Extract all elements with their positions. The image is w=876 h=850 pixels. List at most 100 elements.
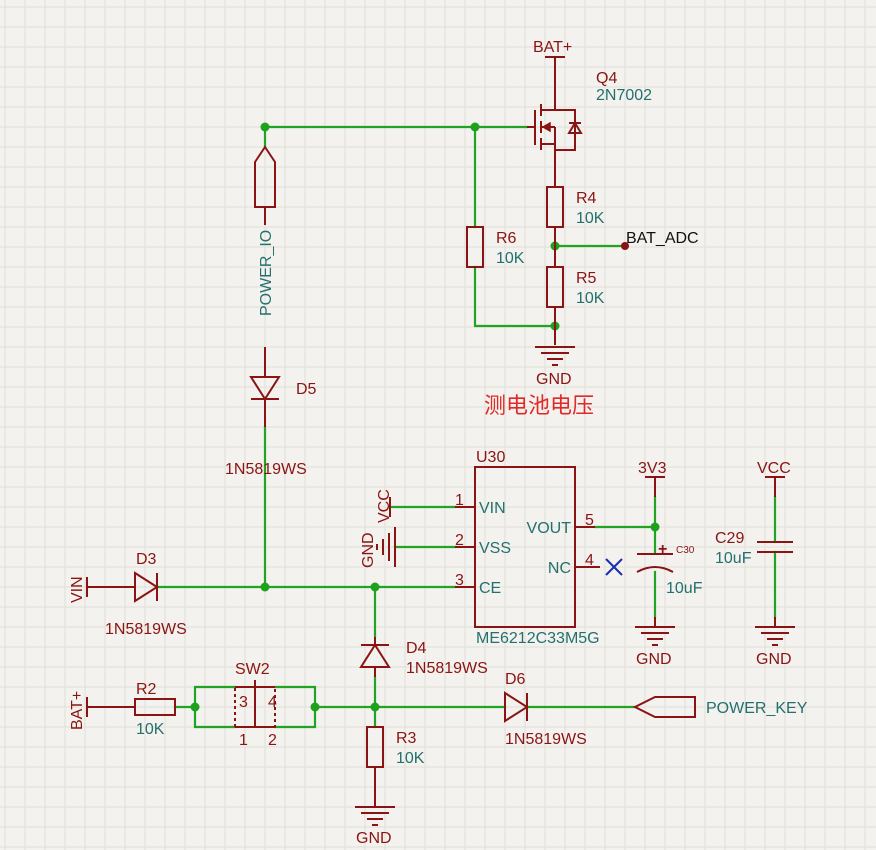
junction-dot bbox=[190, 702, 200, 712]
vcc-u30-symbol: VCC bbox=[376, 489, 393, 523]
gnd-symbol: GND bbox=[355, 806, 395, 847]
wire-sw-left-b bbox=[193, 705, 237, 729]
u30-pin-num: 2 bbox=[455, 532, 464, 549]
d5-ref: D5 bbox=[296, 381, 317, 398]
r2-ref: R2 bbox=[136, 681, 157, 698]
gnd-symbol: GND bbox=[755, 617, 795, 668]
u30-value: ME6212C33M5G bbox=[476, 630, 600, 647]
sw2-pin: 3 bbox=[239, 694, 248, 711]
junctions bbox=[190, 122, 660, 712]
c29-value: 10uF bbox=[715, 550, 752, 567]
u30-pin-name: VSS bbox=[479, 540, 511, 557]
nc-marker bbox=[605, 558, 623, 576]
u30-pin-num: 1 bbox=[455, 492, 464, 509]
bat-adc-net: BAT_ADC bbox=[621, 230, 699, 250]
d5-diode: D5 1N5819WS bbox=[225, 347, 317, 478]
wire-sw-left bbox=[193, 685, 237, 709]
gnd-symbol: GND bbox=[635, 617, 675, 668]
vin-label: VIN bbox=[69, 576, 86, 603]
gnd-label: GND bbox=[536, 371, 572, 388]
gnd-u30-symbol: GND bbox=[360, 527, 396, 568]
power-key-port: POWER_KEY bbox=[632, 696, 808, 718]
junction-dot bbox=[260, 582, 270, 592]
r2-resistor: R2 10K bbox=[115, 681, 176, 738]
sw2-pin: 4 bbox=[268, 694, 277, 711]
u30-pin-num: 4 bbox=[585, 552, 594, 569]
wire-power-io-top bbox=[263, 125, 529, 149]
d4-diode: D4 1N5819WS bbox=[359, 637, 488, 677]
u30-ref: U30 bbox=[476, 449, 505, 466]
sw2-ref: SW2 bbox=[235, 661, 270, 678]
d5-value: 1N5819WS bbox=[225, 461, 307, 478]
gnd-u30-label: GND bbox=[360, 532, 377, 568]
r5-ref: R5 bbox=[576, 270, 597, 287]
junction-dot bbox=[650, 522, 660, 532]
u30-pin-num: 5 bbox=[585, 512, 594, 529]
r6-resistor: R6 10K bbox=[466, 226, 525, 268]
r6-value: 10K bbox=[496, 250, 525, 267]
vin-symbol: VIN bbox=[69, 576, 117, 603]
bat-adc-label: BAT_ADC bbox=[626, 230, 699, 247]
junction-dot bbox=[310, 702, 320, 712]
vcc-right-symbol: VCC bbox=[757, 460, 791, 497]
r3-ref: R3 bbox=[396, 730, 417, 747]
sw2-switch: SW2 3 4 1 2 bbox=[234, 661, 277, 749]
power-io-port: POWER_IO bbox=[254, 145, 276, 316]
q4-value: 2N7002 bbox=[596, 87, 652, 104]
d6-diode: D6 1N5819WS bbox=[504, 671, 587, 748]
v3v3-label: 3V3 bbox=[638, 460, 667, 477]
sw2-pin: 1 bbox=[239, 732, 248, 749]
d3-diode: D3 1N5819WS bbox=[105, 551, 187, 638]
c29-capacitor: C29 10uF bbox=[715, 530, 793, 567]
c30-value: 10uF bbox=[666, 580, 703, 597]
vcc-u30-label: VCC bbox=[376, 489, 393, 523]
q4-ref: Q4 bbox=[596, 70, 617, 87]
gnd-symbol: GND bbox=[535, 346, 575, 388]
u30-pin-name: NC bbox=[548, 560, 571, 577]
bat-plus-left-symbol: BAT+ bbox=[69, 691, 115, 730]
junction-dot bbox=[370, 702, 380, 712]
v3v3-symbol: 3V3 bbox=[638, 460, 667, 497]
vcc-right-label: VCC bbox=[757, 460, 791, 477]
u30-pin-num: 3 bbox=[455, 572, 464, 589]
r4-ref: R4 bbox=[576, 190, 597, 207]
c30-capacitor: + C30 10uF bbox=[636, 541, 703, 597]
gnd-label: GND bbox=[756, 651, 792, 668]
u30-ldo: U30 ME6212C33M5G 1 2 3 5 4 VIN VSS CE VO… bbox=[455, 449, 600, 647]
r5-value: 10K bbox=[576, 290, 605, 307]
d3-value: 1N5819WS bbox=[105, 621, 187, 638]
u30-pin-name: VIN bbox=[479, 500, 506, 517]
c30-polarity: + bbox=[658, 541, 667, 558]
r5-resistor: R5 10K bbox=[546, 266, 605, 345]
sw2-pin: 2 bbox=[268, 732, 277, 749]
section-title: 测电池电压 bbox=[484, 394, 594, 419]
junction-dot bbox=[260, 122, 270, 132]
power-key-label: POWER_KEY bbox=[706, 700, 808, 717]
u30-pin-name: VOUT bbox=[527, 520, 572, 537]
r4-resistor: R4 10K bbox=[546, 170, 605, 267]
r3-value: 10K bbox=[396, 750, 425, 767]
r4-value: 10K bbox=[576, 210, 605, 227]
r3-resistor: R3 10K bbox=[366, 726, 425, 807]
gnd-label: GND bbox=[636, 651, 672, 668]
d6-value: 1N5819WS bbox=[505, 731, 587, 748]
d4-ref: D4 bbox=[406, 640, 427, 657]
r6-ref: R6 bbox=[496, 230, 517, 247]
q4-mosfet: Q4 2N7002 bbox=[527, 70, 652, 170]
wire-r6-bottom bbox=[473, 265, 557, 328]
c29-ref: C29 bbox=[715, 530, 744, 547]
d4-value: 1N5819WS bbox=[406, 660, 488, 677]
bat-plus-left-label: BAT+ bbox=[69, 691, 86, 730]
u30-pin-name: CE bbox=[479, 580, 501, 597]
bat-plus-top-symbol: BAT+ bbox=[533, 39, 572, 87]
gnd-label: GND bbox=[356, 830, 392, 847]
c30-ref: C30 bbox=[676, 545, 695, 556]
power-io-label: POWER_IO bbox=[258, 230, 275, 316]
junction-dot bbox=[370, 582, 380, 592]
d3-ref: D3 bbox=[136, 551, 157, 568]
d6-ref: D6 bbox=[505, 671, 526, 688]
junction-dot bbox=[470, 122, 480, 132]
bat-plus-top-label: BAT+ bbox=[533, 39, 572, 56]
